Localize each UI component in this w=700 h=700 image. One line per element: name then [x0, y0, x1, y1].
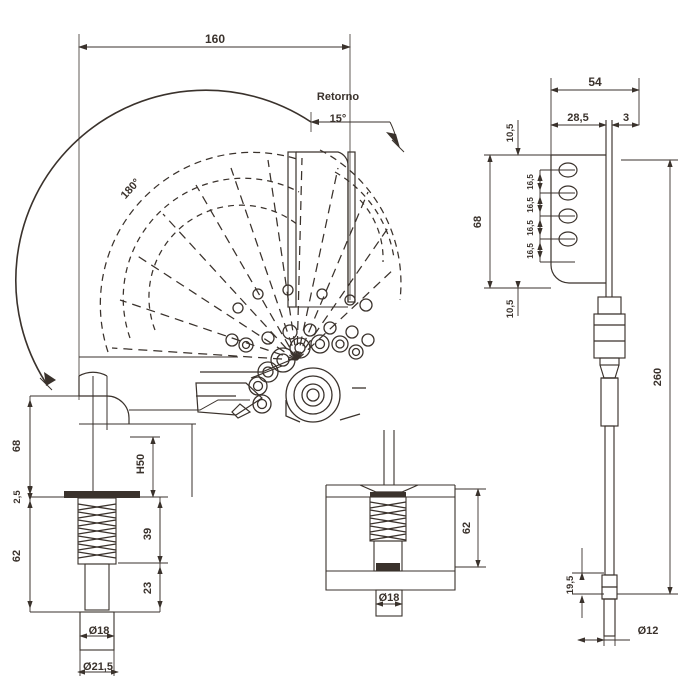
label-h50: H50 [135, 454, 147, 474]
coil-spring-left [77, 503, 117, 559]
label-10-5-bottom: 10,5 [505, 299, 516, 318]
dimension-hole-pitch [537, 169, 575, 263]
label-68-right: 68 [472, 216, 484, 228]
label-3: 3 [623, 112, 629, 124]
label-dia18-mid: Ø18 [379, 592, 400, 604]
label-68-left: 68 [11, 440, 23, 452]
label-62-mid: 62 [461, 522, 473, 534]
label-62-left: 62 [11, 550, 23, 562]
label-23: 23 [142, 582, 154, 594]
label-54: 54 [588, 75, 602, 89]
dimension-h50 [130, 436, 160, 498]
dimension-dia12 [577, 636, 630, 646]
flap-plate [287, 151, 356, 308]
dimension-28-5-and-3 [550, 120, 640, 168]
rod-cylinder [593, 120, 626, 637]
dimension-54 [550, 78, 640, 160]
swing-position-fan [99, 149, 402, 361]
label-180-deg: 180° [119, 177, 143, 202]
label-19-5: 19,5 [565, 575, 576, 594]
label-dia21-5: Ø21,5 [83, 661, 113, 673]
label-10-5-top: 10,5 [505, 123, 516, 142]
label-pitch-1: 16,5 [526, 174, 535, 190]
label-28-5: 28,5 [567, 112, 588, 124]
label-2-5: 2,5 [12, 490, 23, 504]
spring-plunger-left [36, 491, 168, 651]
return-arc-15 [310, 112, 405, 153]
detail-view-centre [325, 430, 456, 617]
dimension-dia21-5 [77, 650, 119, 676]
dimension-68-right [484, 154, 551, 289]
coil-spring-detail [369, 501, 407, 541]
dimension-detail-62 [455, 488, 486, 568]
dimension-left-chain [27, 395, 135, 613]
label-pitch-4: 16,5 [526, 243, 535, 259]
label-retorno: Retorno [317, 91, 359, 103]
dimension-19-5 [572, 548, 604, 618]
dimension-inner-chain [118, 497, 168, 612]
label-pitch-2: 16,5 [526, 197, 535, 213]
bracket-plate [550, 154, 606, 284]
label-pitch-3: 16,5 [526, 220, 535, 236]
dimension-labels: 160 Retorno 15° 180° 68 2,5 62 H50 39 23… [11, 32, 664, 673]
dimension-160 [78, 34, 351, 400]
hinge-roller-cluster [225, 284, 375, 423]
label-15-deg: 15° [330, 113, 347, 125]
label-dia12: Ø12 [638, 625, 659, 637]
label-260: 260 [652, 368, 664, 386]
dimension-260 [617, 159, 678, 595]
label-dia18-left: Ø18 [89, 625, 110, 637]
cabinet-body [78, 356, 250, 497]
label-39: 39 [142, 528, 154, 540]
label-160: 160 [205, 32, 225, 46]
swing-arc-180 [15, 89, 312, 391]
